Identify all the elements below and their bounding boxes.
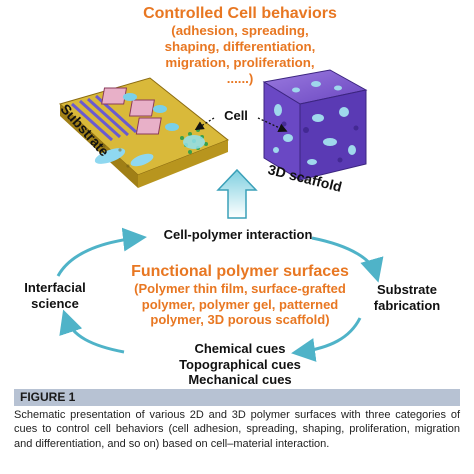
cell-arrow-right [257,117,288,132]
right-label-line: fabrication [373,298,441,313]
center-block: Functional polymer surfaces (Polymer thi… [80,262,400,328]
subtitle: (adhesion, spreading, shaping, different… [80,23,400,87]
figure-label-bar: FIGURE 1 [14,389,460,406]
subtitle-line: shaping, differentiation, [164,39,316,54]
subtitle-line: migration, proliferation, [165,55,315,70]
subtitle-line: (adhesion, spreading, [171,23,309,38]
substrate-illustration [59,77,229,188]
left-label-line: Interfacial [24,280,86,295]
left-label: Interfacial science [10,280,100,312]
left-label-line: science [31,296,79,311]
cue-item: Topographical cues [179,356,301,372]
scaffold-cube-illustration [262,69,368,181]
right-label: Substrate fabrication [352,282,462,314]
page-title: Controlled Cell behaviors [143,5,337,22]
figure-label: FIGURE 1 [20,390,76,404]
cue-item: Mechanical cues [188,372,292,387]
center-line: polymer, 3D porous scaffold) [150,312,330,327]
title-block: Controlled Cell behaviors (adhesion, spr… [80,4,400,87]
subtitle-line: ......) [226,71,254,86]
cues-list: Chemical cues Topographical cues Mechani… [130,341,350,388]
cycle-arrow-icon [56,227,384,362]
center-line: polymer, polymer gel, patterned [141,296,339,312]
cue-item: Chemical cues [194,341,286,356]
center-subtitle: (Polymer thin film, surface-grafted poly… [80,281,400,328]
cell-label: Cell [224,108,248,123]
right-label-line: Substrate [377,282,437,297]
cell-arrow-left [194,117,215,131]
center-title: Functional polymer surfaces [131,263,349,280]
up-arrow-icon [216,168,258,219]
interaction-label: Cell-polymer interaction [163,227,313,242]
figure-caption: Schematic presentation of various 2D and… [14,409,460,450]
center-line: (Polymer thin film, surface-grafted [134,281,346,296]
